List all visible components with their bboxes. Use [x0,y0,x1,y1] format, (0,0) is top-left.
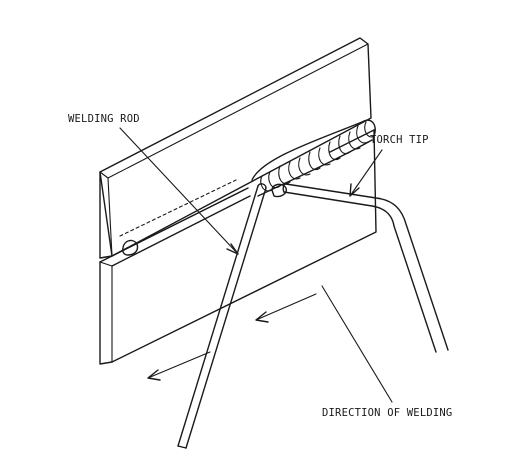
welding-rod [177,183,267,449]
leader-lines [119,127,393,403]
torch-tip [282,183,449,353]
upper-plate [99,37,372,259]
weld-bead [251,119,376,197]
weld-puddle [271,183,287,198]
tack-weld [122,239,139,256]
torch-tip-label: TORCH TIP [370,134,429,146]
direction-arrows [147,293,317,381]
lower-plate [99,129,377,365]
welding-rod-label: WELDING ROD [68,113,140,125]
joint-gap [99,179,245,259]
direction-of-welding-label: DIRECTION OF WELDING [322,407,452,419]
